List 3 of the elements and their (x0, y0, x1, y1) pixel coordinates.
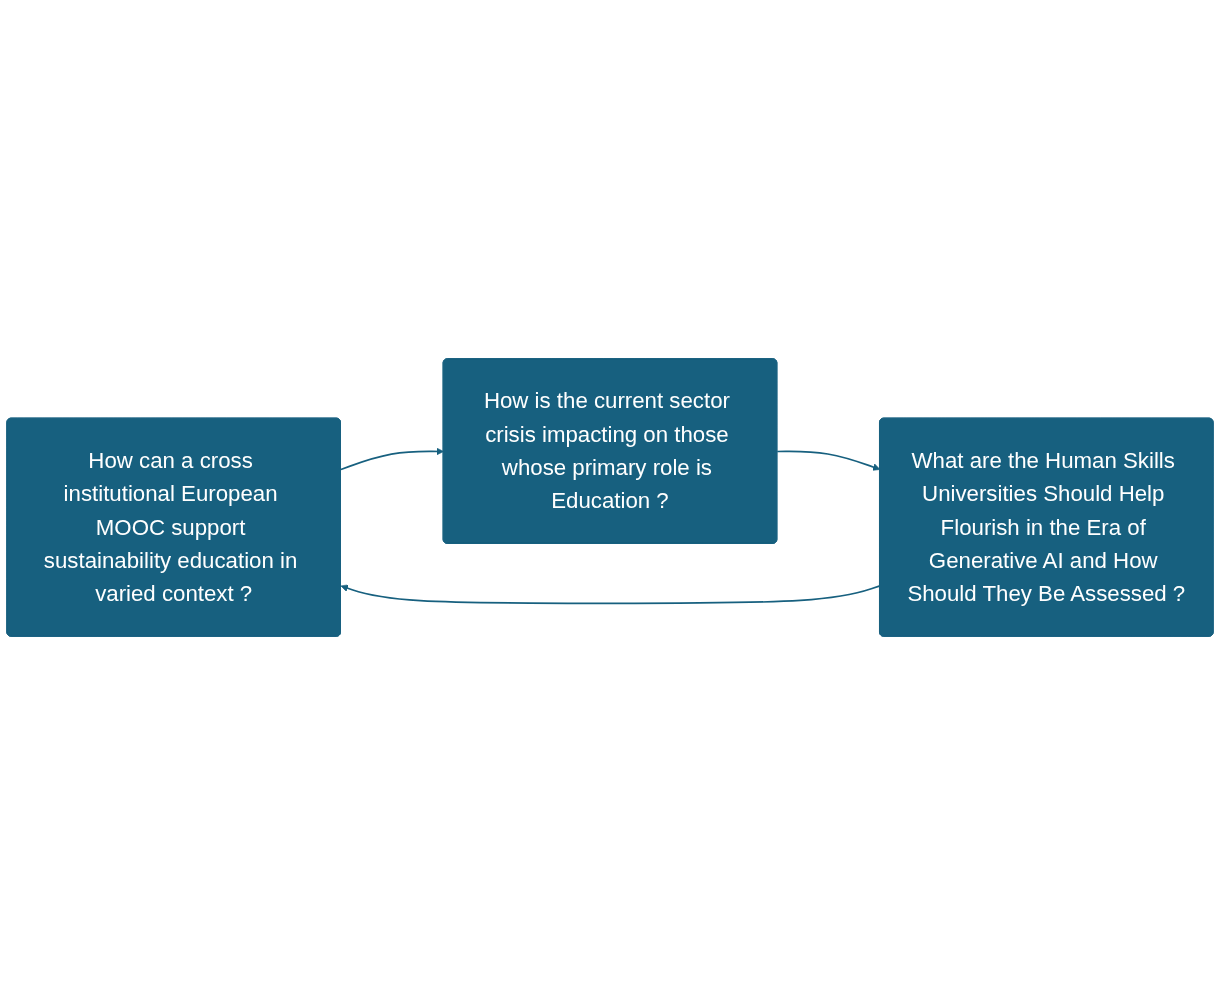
arrow (776, 450, 881, 471)
arrow (340, 447, 444, 471)
arrow (340, 584, 881, 605)
